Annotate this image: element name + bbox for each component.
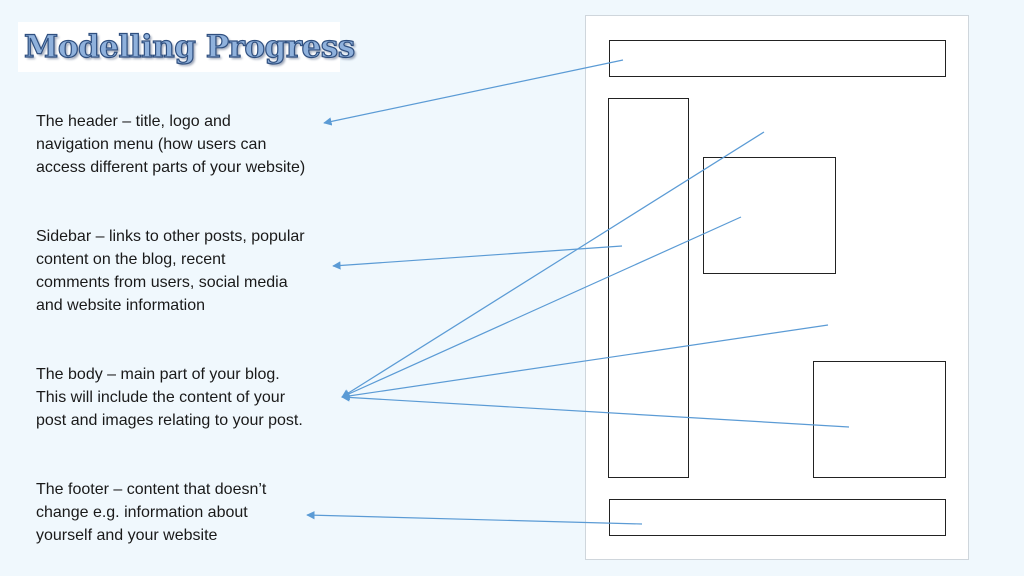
wireframe-sidebar-box [608,98,689,478]
sidebar-arrow [332,245,623,270]
wireframe-header-box [609,40,946,77]
header-arrow [323,59,624,126]
wireframe-image-box [703,157,836,274]
title-banner: Modelling Progress [18,22,356,72]
sidebar-label: Sidebar – links to other posts, popular … [36,228,305,314]
wireframe-image-box [813,361,946,478]
slide-title: Modelling Progress [23,28,355,65]
header-label: The header – title, logo and navigation … [36,113,306,176]
wireframe-footer-box [609,499,946,536]
footer-label: The footer – content that doesn’t change… [36,481,267,544]
body-label: The body – main part of your blog. This … [36,366,303,429]
